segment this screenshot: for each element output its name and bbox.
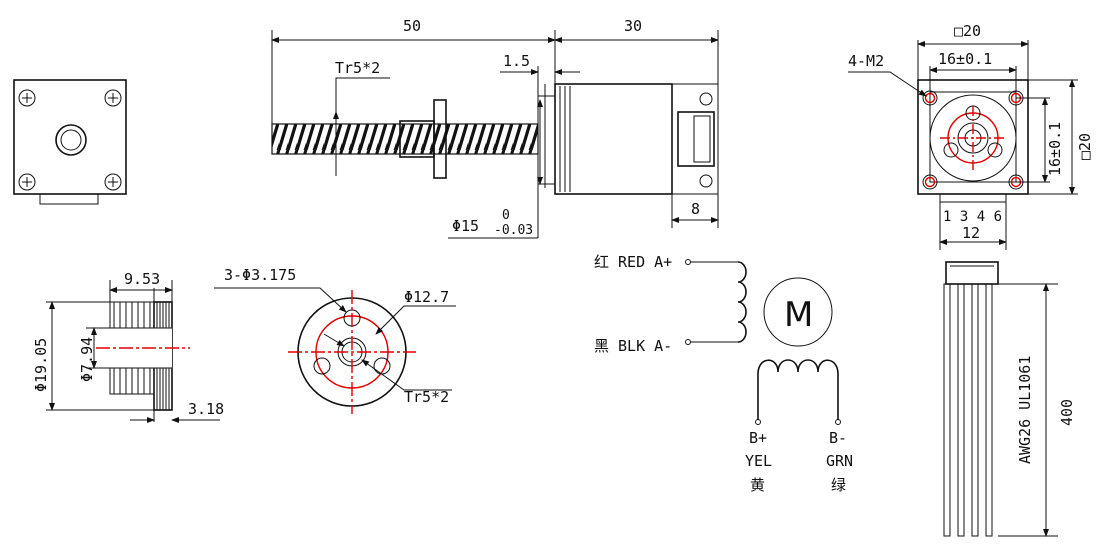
wire-a-plus-label: 红 RED A+ [594,253,672,271]
screw-icon [18,89,122,191]
dim-square-top: □20 [954,22,981,40]
wire-b-minus-cn: 绿 [831,476,846,494]
dim-nut-pcd: Φ12.7 [404,288,449,306]
dim-boss-tol-upper: 0 [502,208,510,223]
pin-numbers: 1 3 4 6 [943,209,1002,225]
dim-nut-flange-thk: 3.18 [188,400,224,418]
dim-hole-spacing-h: 16±0.1 [938,50,992,68]
dim-nut-holes: 3-Φ3.175 [224,266,296,284]
dim-mount-holes: 4-M2 [848,52,884,70]
dim-body-length: 30 [624,17,642,35]
dim-boss-dia: Φ15 [452,217,479,235]
dim-boss-tol-lower: -0.03 [494,223,533,238]
cable-view: 400 AWG26 UL1061 [943,261,1076,537]
motor-symbol-label: M [784,295,813,335]
cable-spec: AWG26 UL1061 [1016,356,1034,464]
wire-b-minus-label: B- [829,429,847,447]
dim-square-side: □20 [1076,133,1094,160]
wire-a-minus-label: 黑 BLK A- [594,337,672,355]
front-face-view [13,79,127,205]
side-view: 50 30 1.5 Tr5*2 Φ15 0 -0.03 8 [271,17,719,239]
dim-pin-span: 12 [962,224,980,242]
wire-b-plus-cn: 黄 [750,476,765,494]
dim-hole-spacing-v: 16±0.1 [1046,122,1064,176]
end-view: □20 16±0.1 4-M2 16±0.1 □20 1 3 4 6 12 [848,22,1094,250]
dim-screw-length: 50 [403,17,421,35]
dim-nut-body-dia: Φ7.94 [78,337,96,382]
wire-b-plus-color: YEL [745,452,772,470]
dim-thread: Tr5*2 [335,59,380,77]
dim-cable-length: 400 [1058,399,1076,426]
wire-b-minus-color: GRN [826,452,853,470]
dim-nut-length: 9.53 [124,270,160,288]
dim-flange-offset: 1.5 [503,52,530,70]
wiring-diagram: 红 RED A+ 黑 BLK A- M B+ YEL 黄 B- GRN 绿 [594,253,853,494]
nut-section-view: 9.53 Φ19.05 Φ7.94 3.18 [32,270,224,423]
dim-nut-flange-dia: Φ19.05 [32,338,50,392]
nut-face-view: 3-Φ3.175 Φ12.7 Tr5*2 [214,266,456,414]
wire-b-plus-label: B+ [749,429,767,447]
dim-nut-thread: Tr5*2 [404,388,449,406]
dim-connector-width: 8 [691,200,700,218]
motor-symbol [763,277,833,347]
